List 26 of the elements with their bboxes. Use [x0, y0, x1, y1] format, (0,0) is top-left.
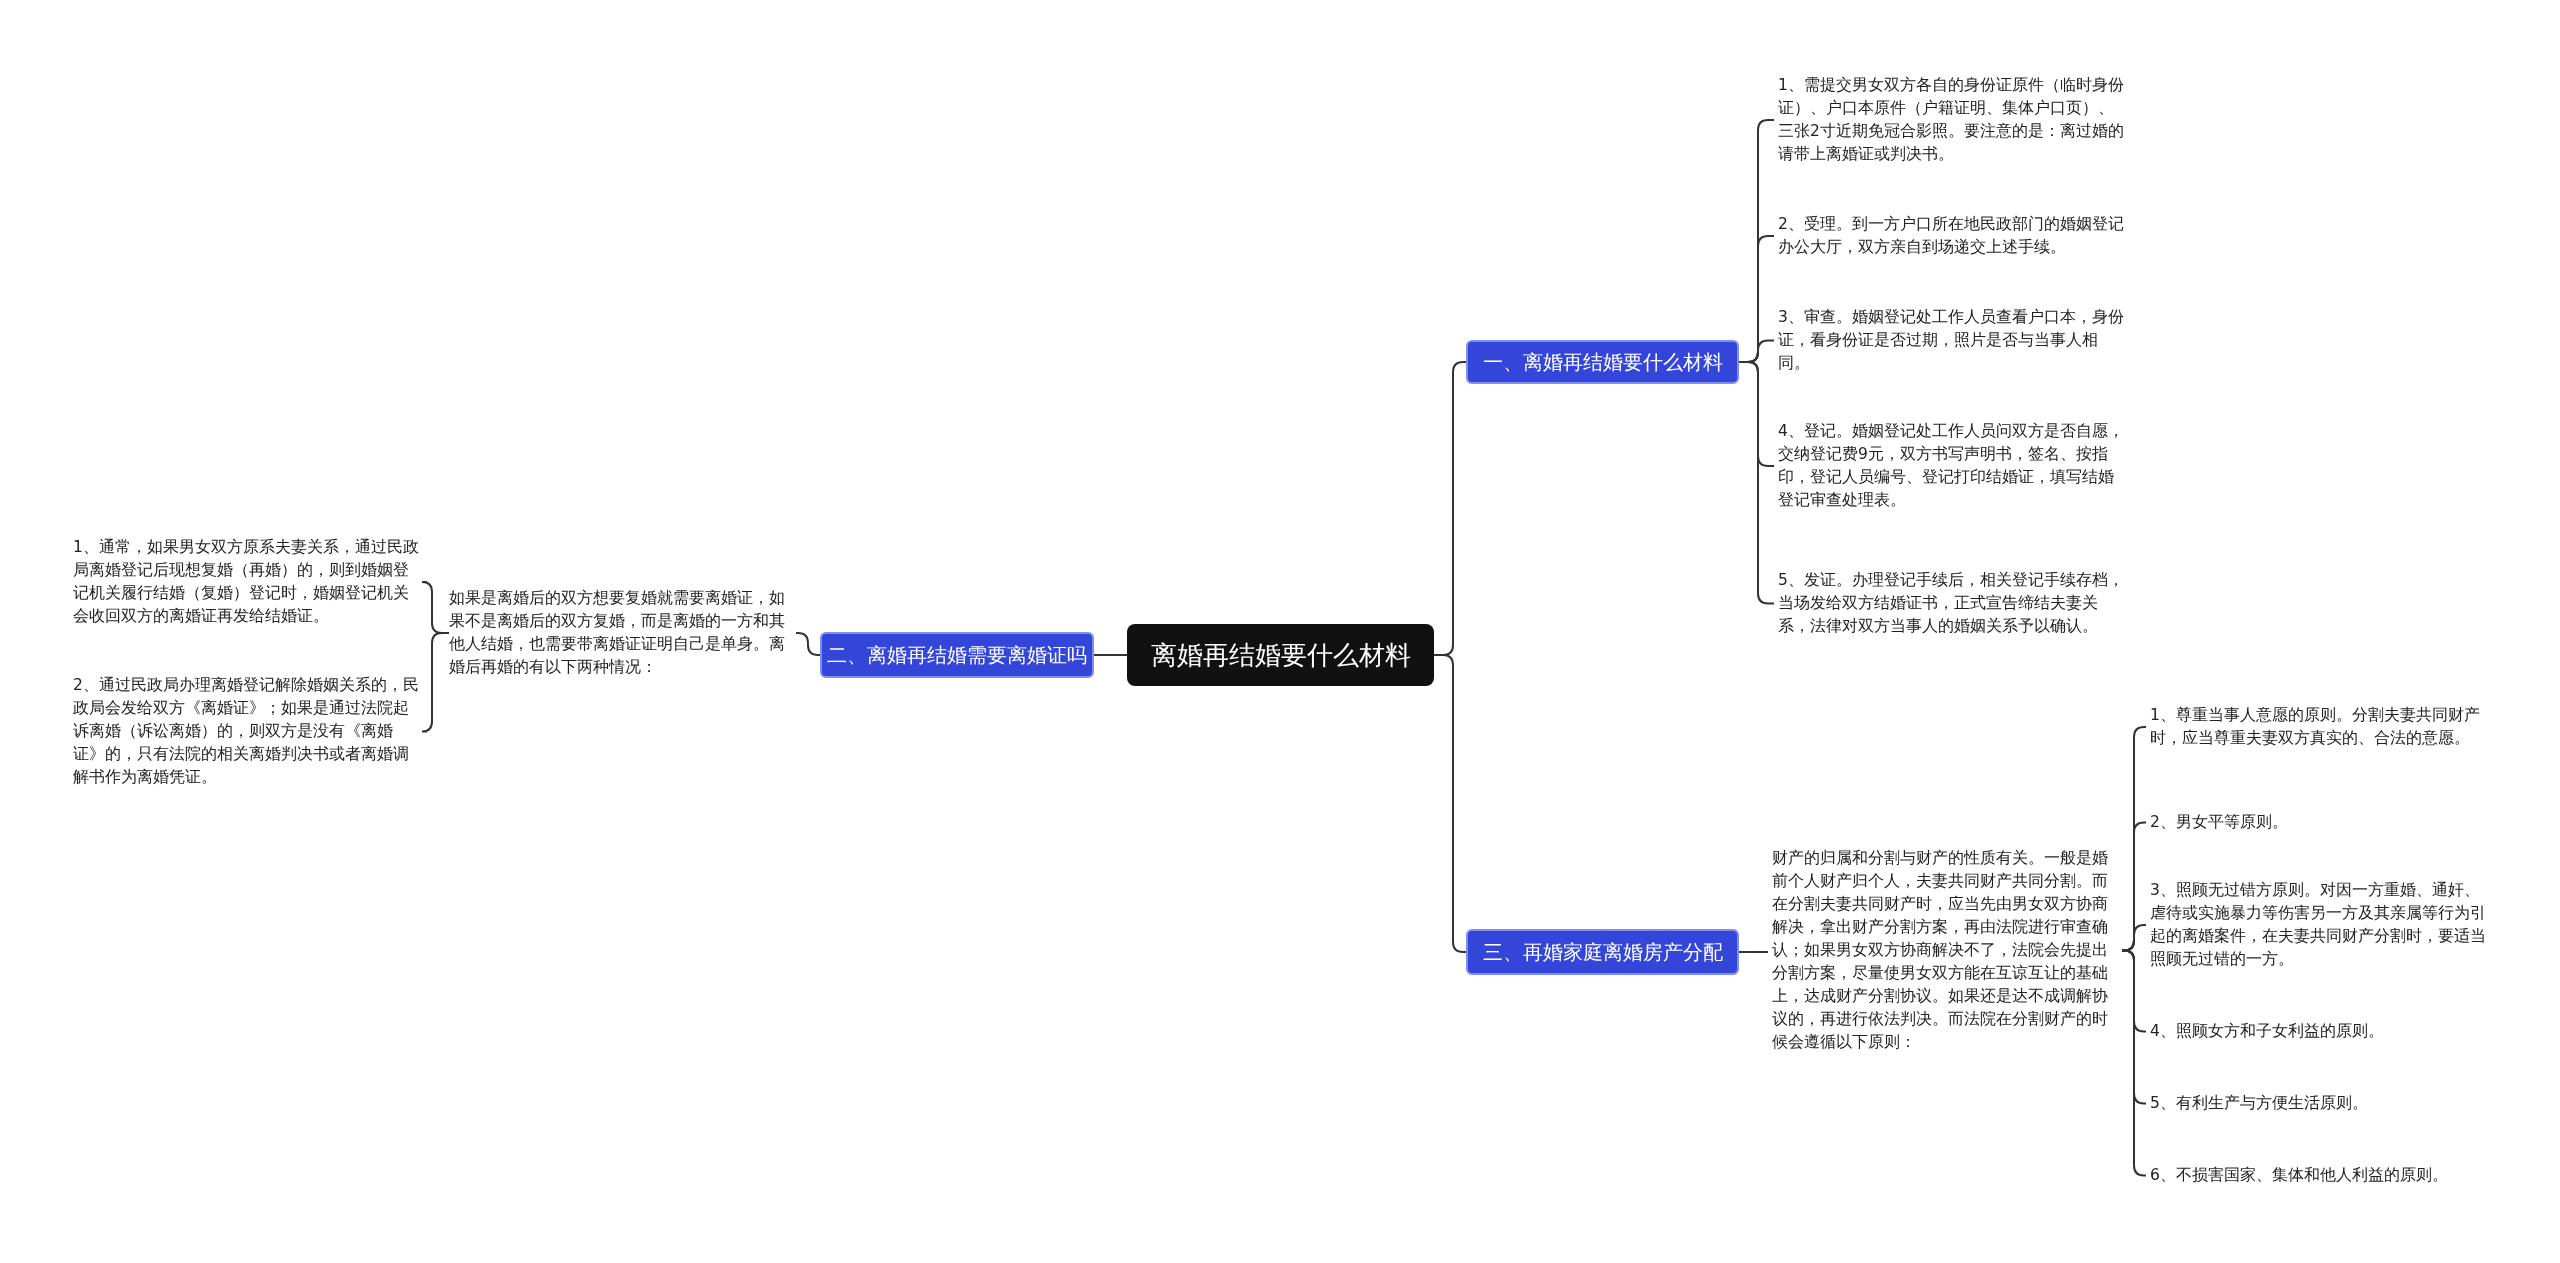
note-text: 2、通过民政局办理离婚登记解除婚姻关系的，民政局会发给双方《离婚证》；如果是通过法院起诉离婚（诉讼离婚）的，则双方是没有《离婚证》的，只有法院的相关离婚判决书或者离婚调解书作为离婚凭证。	[73, 673, 423, 789]
subtopic-box: 二、离婚再结婚需要离婚证吗	[820, 632, 1094, 678]
note-text: 5、发证。办理登记手续后，相关登记手续存档，当场发给双方结婚证书，正式宣告缔结夫妻关系，法律对双方当事人的婚姻关系予以确认。	[1778, 568, 2125, 638]
note-text: 5、有利生产与方便生活原则。	[2150, 1091, 2495, 1115]
note-text: 4、照顾女方和子女利益的原则。	[2150, 1019, 2495, 1043]
note-text: 3、照顾无过错方原则。对因一方重婚、通奸、虐待或实施暴力等伤害另一方及其亲属等行为引起的离婚案件，在夫妻共同财产分割时，要适当照顾无过错的一方。	[2150, 879, 2495, 971]
connector-line	[2121, 924, 2147, 952]
connector-line	[2121, 949, 2147, 1177]
connector-line	[1093, 654, 1128, 656]
note-text: 6、不损害国家、集体和他人利益的原则。	[2150, 1163, 2495, 1187]
note-text: 1、需提交男女双方各自的身份证原件（临时身份证）、户口本原件（户籍证明、集体户口页）、三张2寸近期免冠合影照。要注意的是：离过婚的请带上离婚证或判决书。	[1778, 74, 2125, 166]
subtopic-box: 三、再婚家庭离婚房产分配	[1466, 929, 1739, 975]
connector-line	[795, 632, 821, 656]
subtopic-box: 一、离婚再结婚要什么材料	[1466, 340, 1739, 384]
connector-line	[1433, 654, 1467, 953]
note-text: 4、登记。婚姻登记处工作人员问双方是否自愿，交纳登记费9元，双方书写声明书，签名、按指印，登记人员编号、登记打印结婚证，填写结婚登记审查处理表。	[1778, 420, 2125, 512]
note-text: 财产的归属和分割与财产的性质有关。一般是婚前个人财产归个人，夫妻共同财产共同分割。而在分割夫妻共同财产时，应当先由男女双方协商解决，拿出财产分割方案，再由法院进行审查确认；如果男女双方协商解决不了，法院会先提出分割方案，尽量使男女双方能在互谅互让的基础上，达成财产分割协议。如果还是达不成调解协议的，再进行依法判决。而法院在分割财产的时候会遵循以下原则：	[1772, 846, 2122, 1054]
note-text: 如果是离婚后的双方想要复婚就需要离婚证，如果不是离婚后的双方复婚，而是离婚的一方和其他人结婚，也需要带离婚证证明自己是单身。离婚后再婚的有以下两种情况：	[449, 587, 792, 679]
note-text: 1、通常，如果男女双方原系夫妻关系，通过民政局离婚登记后现想复婚（再婚）的，则到婚姻登记机关履行结婚（复婚）登记时，婚姻登记机关会收回双方的离婚证再发给结婚证。	[73, 536, 423, 628]
note-text: 1、尊重当事人意愿的原则。分割夫妻共同财产时，应当尊重夫妻双方真实的、合法的意愿。	[2150, 704, 2495, 750]
note-text: 2、男女平等原则。	[2150, 810, 2495, 834]
note-text: 3、审查。婚姻登记处工作人员查看户口本，身份证，看身份证是否过期，照片是否与当事人相同。	[1778, 305, 2125, 375]
central-topic-box: 离婚再结婚要什么材料	[1127, 624, 1434, 686]
note-text: 2、受理。到一方户口所在地民政部门的婚姻登记办公大厅，双方亲自到场递交上述手续。	[1778, 213, 2125, 259]
connector-line	[1738, 951, 1769, 953]
connector-line	[421, 632, 450, 733]
